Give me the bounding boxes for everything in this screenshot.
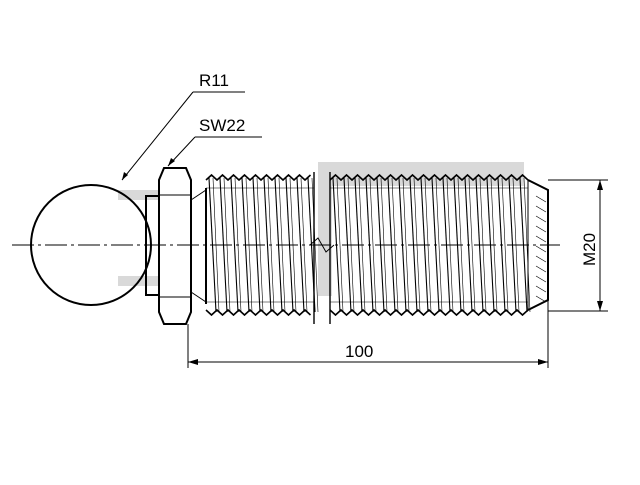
- thread-crest-top: [205, 173, 312, 182]
- thread-flank: [468, 177, 476, 313]
- thread-flank: [230, 177, 239, 313]
- thread-end-hatch: [535, 195, 547, 203]
- thread-end-hatch: [535, 295, 547, 303]
- thread-end-hatch: [535, 285, 547, 293]
- radius-leader: [121, 91, 245, 181]
- thread-flank: [336, 177, 344, 313]
- thread-crest-bottom: [205, 308, 312, 317]
- thread-end-hatch: [535, 215, 547, 223]
- thread-end-hatch: [535, 225, 547, 233]
- thread-end-hatch: [535, 275, 547, 283]
- thread-end-hatch: [535, 235, 547, 243]
- thread-end-hatch: [535, 205, 547, 213]
- thread-end-hatch: [535, 255, 547, 263]
- thread-flank: [501, 177, 509, 313]
- threaded-shank: [205, 172, 549, 324]
- thread-flank: [263, 177, 272, 313]
- thread-flank: [435, 177, 443, 313]
- length-dimension: [187, 300, 549, 368]
- radius-label: R11: [199, 71, 229, 90]
- thread-end-hatch: [535, 245, 547, 253]
- thread-flank: [369, 177, 377, 313]
- thread-flank: [402, 177, 410, 313]
- length-label: 100: [345, 342, 373, 361]
- wrench-leader: [167, 136, 262, 167]
- watermark: [118, 162, 524, 296]
- thread-label: M20: [580, 233, 599, 266]
- thread-crest-top: [329, 173, 529, 182]
- thread-flank: [296, 177, 305, 313]
- thread-dimension: [548, 179, 608, 312]
- thread-end-hatch: [535, 265, 547, 273]
- thread-crest-bottom: [329, 308, 529, 317]
- wrench-size-label: SW22: [199, 116, 245, 135]
